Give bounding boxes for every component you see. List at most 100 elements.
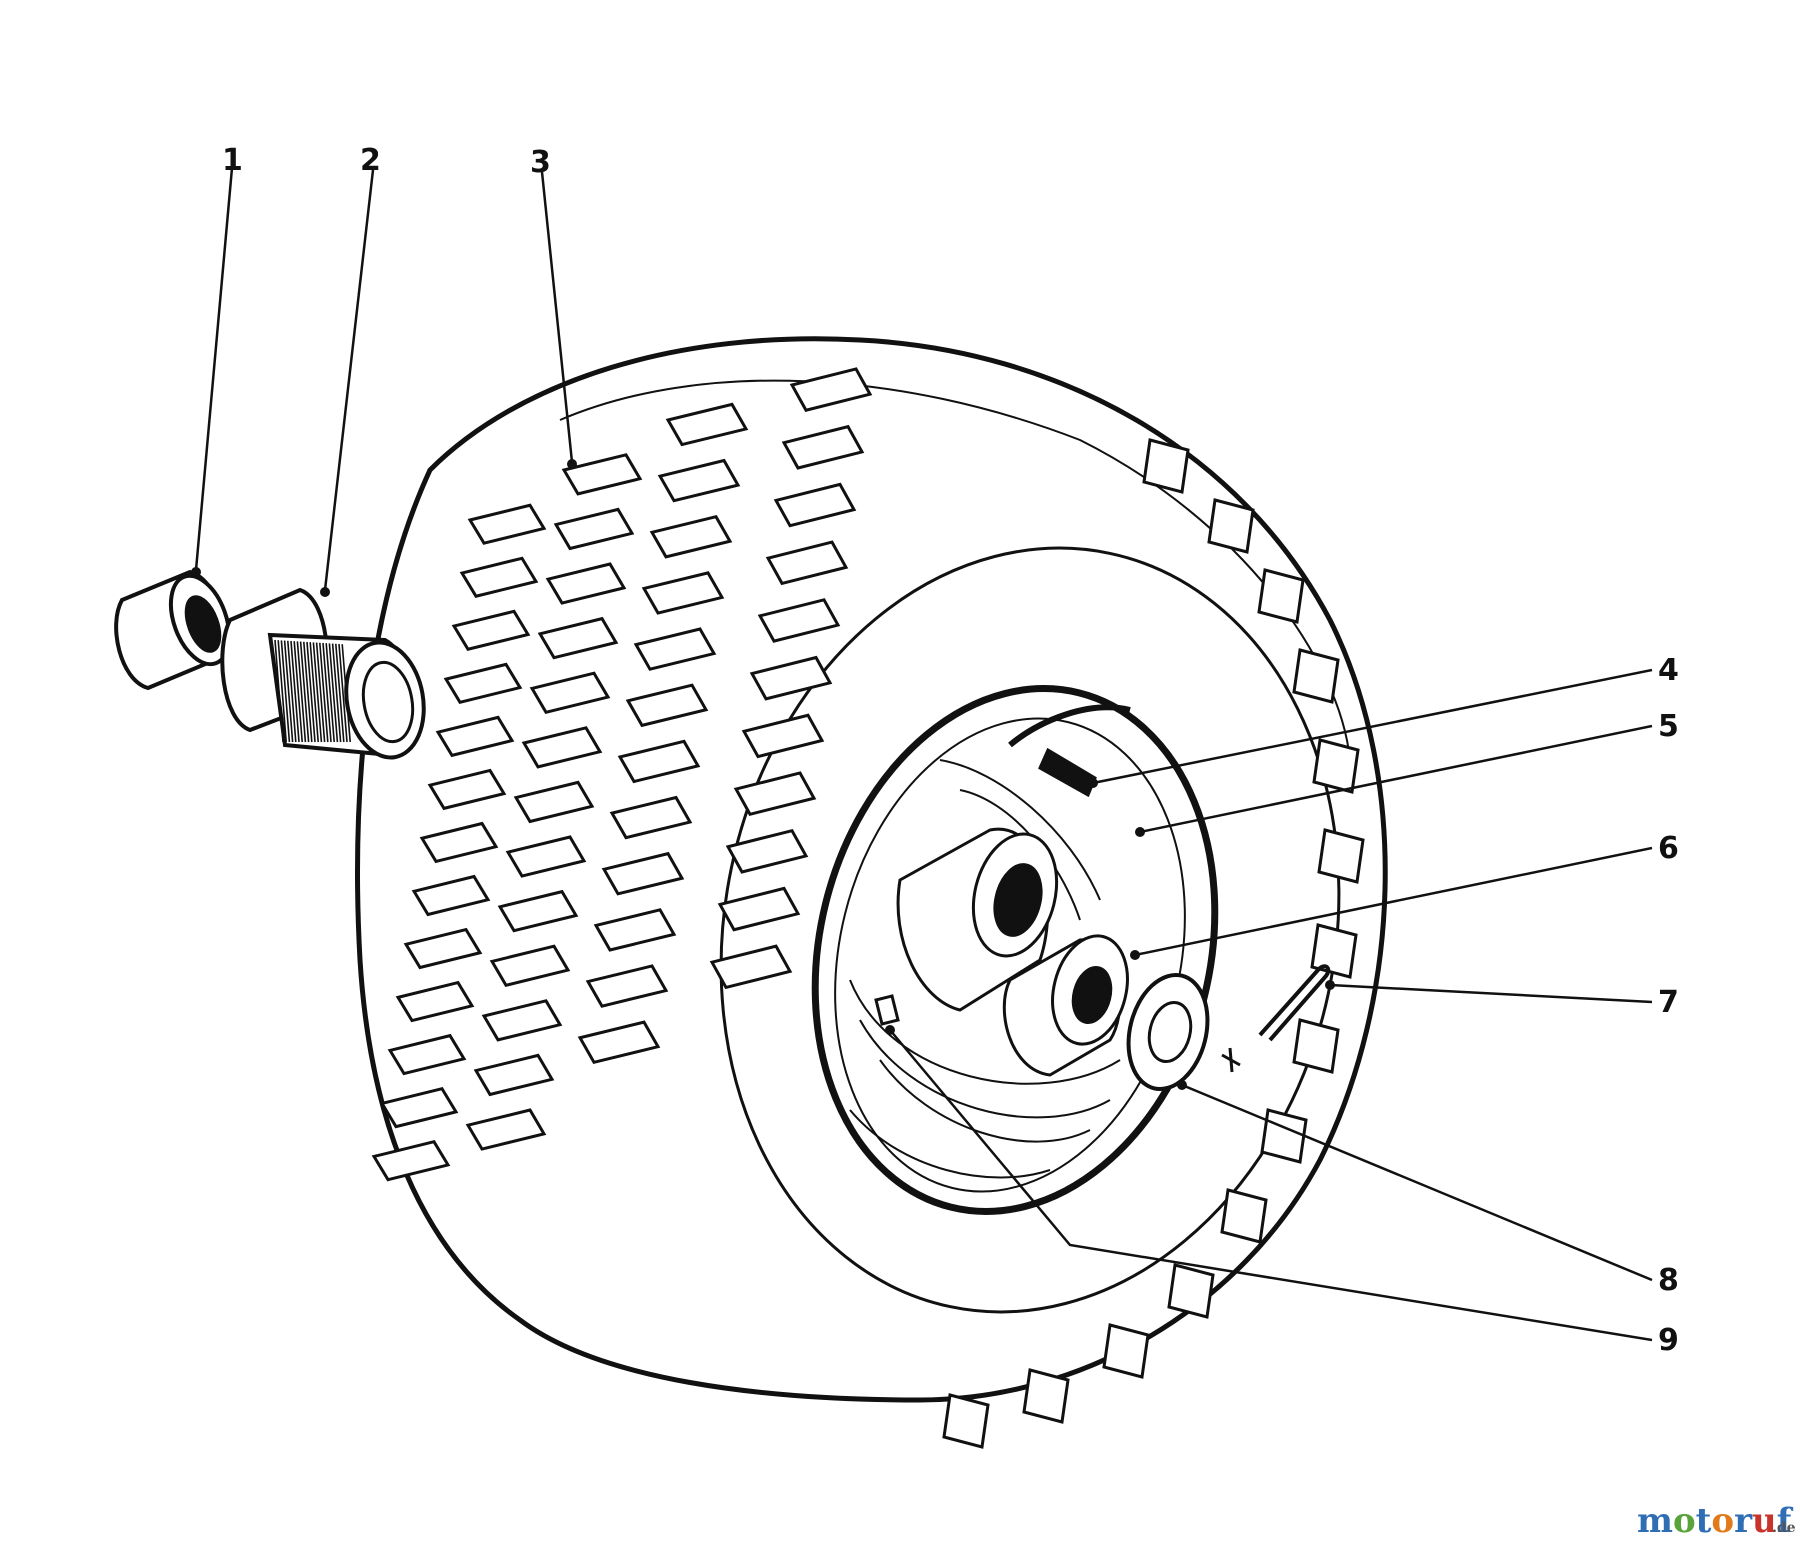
tread-block [577, 1020, 661, 1065]
tread-block [427, 768, 507, 811]
rim-ring-4 [849, 1109, 1051, 1179]
tread-block [773, 482, 857, 528]
tread-block [733, 771, 817, 817]
knurl-line [277, 640, 287, 743]
callout-6: 6 [1658, 831, 1679, 866]
shoulder-lug [1102, 1323, 1150, 1379]
leader-1 [194, 167, 234, 571]
tread-block [625, 683, 709, 728]
watermark-suffix: .de [1772, 1520, 1796, 1536]
tread-block [435, 715, 515, 758]
leader-dot-1 [191, 567, 201, 577]
knurl-line [274, 639, 284, 743]
cotter-pin [1258, 964, 1331, 1042]
knurl-line [296, 641, 307, 743]
watermark-r: r [1734, 1501, 1753, 1541]
bearing-bore [361, 660, 415, 744]
callout-1: 1 [222, 143, 243, 178]
shoulder-lug [1257, 568, 1305, 624]
shoulder-lug [942, 1393, 990, 1449]
tread-block [609, 795, 693, 840]
leader-lines [194, 167, 1653, 1342]
tire-sidewall [719, 546, 1341, 1314]
shoulder-lug [1167, 1263, 1215, 1319]
watermark-o2: o [1711, 1501, 1734, 1541]
leader-dot-5 [1135, 827, 1145, 837]
bushing-bore [184, 595, 222, 653]
tread-block [641, 571, 725, 615]
axle-mark-2 [1228, 1047, 1234, 1073]
knurl-line [328, 643, 339, 743]
tread-block [529, 671, 611, 714]
knurl-line [341, 644, 351, 743]
callout-3: 3 [530, 145, 551, 180]
knurl-line [335, 643, 345, 743]
tire-outer-outline [355, 336, 1388, 1403]
tread-block [443, 662, 523, 705]
tread-block [553, 507, 635, 551]
rim-ring-3 [849, 979, 1121, 1085]
callout-2: 2 [360, 143, 381, 178]
leader-dot-8 [1177, 1080, 1187, 1090]
tread-block [709, 944, 793, 990]
tread-block [465, 1108, 547, 1151]
leader-dot-7 [1325, 980, 1335, 990]
callout-4: 4 [1658, 653, 1679, 688]
tread-block [649, 514, 733, 559]
rim-ring-2 [859, 1019, 1111, 1119]
tread-block [741, 713, 825, 759]
knurl-line [331, 643, 342, 743]
tread-block [379, 1086, 459, 1129]
watermark-t: t [1696, 1501, 1712, 1541]
knurl-line [322, 642, 332, 743]
leader-dot-2 [320, 587, 330, 597]
hub-spacer-small-bore [1071, 965, 1113, 1025]
tread-block [395, 980, 475, 1023]
tread-block [497, 889, 579, 933]
leader-dot-4 [1088, 778, 1098, 788]
leader-dot-3 [567, 459, 577, 469]
tread-block [617, 739, 701, 784]
knurl-line [306, 641, 316, 743]
motoruf-watermark: motoruf .de [1637, 1501, 1796, 1541]
tread-block [451, 609, 531, 651]
svg-text:motoruf: motoruf [1637, 1501, 1794, 1541]
tread-inner-edge [559, 379, 1351, 761]
tread-block [601, 851, 685, 896]
tread-block [419, 821, 499, 864]
watermark-u: u [1752, 1501, 1777, 1541]
tread-block [717, 886, 801, 932]
knurl-line [338, 643, 348, 743]
shoulder-lug [1292, 648, 1340, 704]
tread-block [757, 598, 841, 643]
tread-block [521, 726, 603, 769]
bearing-knurl [274, 639, 351, 743]
tread-block [371, 1139, 451, 1182]
leader-8 [1181, 1083, 1653, 1282]
callout-5: 5 [1658, 709, 1679, 744]
tread-block [473, 1053, 555, 1097]
shoulder-lug [1292, 1018, 1340, 1074]
grease-fitting [874, 994, 900, 1026]
shoulder-lug [1310, 923, 1358, 979]
knurl-line [315, 642, 326, 743]
leader-dots [191, 459, 1335, 1090]
knurl-line [309, 642, 319, 743]
tread-block [403, 927, 483, 970]
tread-block [459, 556, 539, 598]
leader-2 [323, 169, 375, 591]
watermark-o1: o [1673, 1501, 1696, 1541]
callout-7: 7 [1658, 985, 1679, 1020]
hub-assembly [874, 747, 1331, 1092]
tread-block [545, 562, 627, 605]
tread-block [593, 908, 677, 952]
rim-ring-6 [939, 759, 1101, 901]
tread-block [665, 402, 749, 447]
shoulder-lug [1220, 1188, 1268, 1244]
valve-stem [1038, 747, 1097, 798]
shoulder-lug [1260, 1108, 1308, 1164]
knurl-line [293, 641, 303, 743]
tread-block [749, 655, 833, 701]
tread-block [657, 458, 741, 503]
knurl-line [325, 643, 335, 743]
